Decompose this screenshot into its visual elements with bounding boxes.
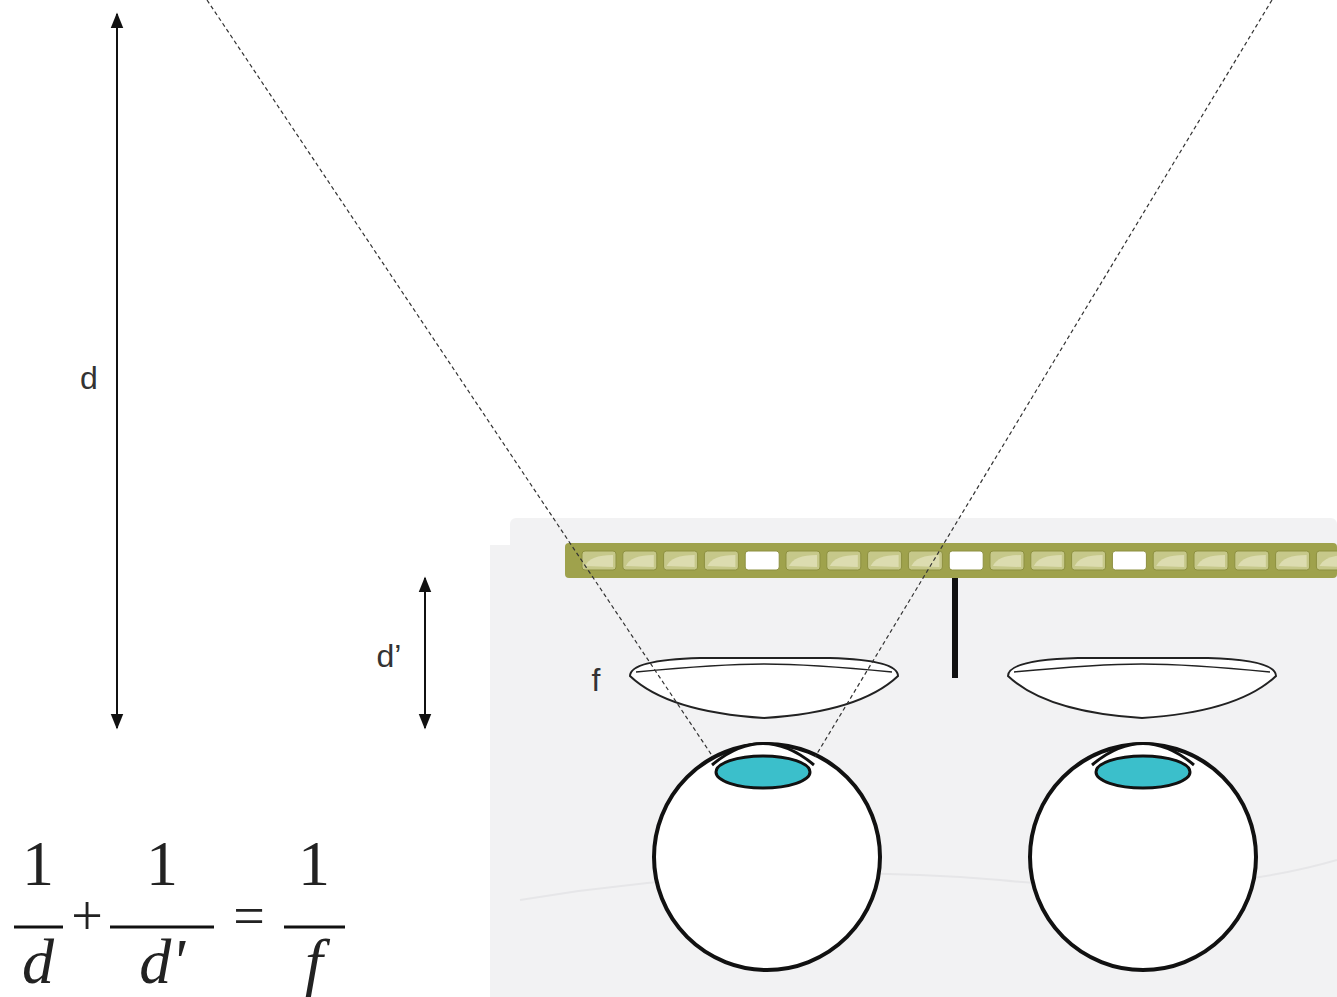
dimension-label: d’ (377, 640, 402, 672)
formula-operator: = (233, 888, 265, 944)
headset-body (490, 518, 1337, 997)
pixel (1235, 551, 1269, 570)
lens (1008, 658, 1276, 718)
pixel-shine (1279, 555, 1307, 567)
pixel-shine (1034, 555, 1062, 567)
pixel (990, 551, 1024, 570)
divider (952, 578, 958, 678)
eye (1030, 744, 1256, 971)
sight-line (207, 0, 1272, 757)
display-panel (565, 543, 1337, 578)
pixel (868, 551, 902, 570)
fraction-bar (14, 926, 345, 929)
pixel-shine (1156, 555, 1184, 567)
pixel-shine (911, 555, 939, 567)
pixel (1316, 551, 1337, 570)
lens (630, 658, 898, 718)
pixel-shine (830, 555, 858, 567)
pixel-shine (1238, 555, 1266, 567)
display-pixels (582, 551, 1337, 570)
pixel (1194, 551, 1228, 570)
pixel-shine (993, 555, 1021, 567)
pixel-shine (1319, 555, 1337, 567)
pixel-shine (789, 555, 817, 567)
pixel-shine (1197, 555, 1225, 567)
formula-denominator: d (22, 930, 54, 994)
pixel-shine (1075, 555, 1103, 567)
formula-numerator: 1 (298, 832, 330, 896)
formula-numerator: 1 (22, 832, 54, 896)
pixel (1072, 551, 1106, 570)
formula-denominator: d' (139, 930, 185, 994)
pixel (827, 551, 861, 570)
pixel (786, 551, 820, 570)
pixel-shine (585, 555, 613, 567)
pixel (1112, 551, 1146, 570)
pixel (949, 551, 983, 570)
pixel-shine (871, 555, 899, 567)
formula-numerator: 1 (146, 832, 178, 896)
eye (654, 744, 880, 971)
pixel (623, 551, 657, 570)
pixel-shine (626, 555, 654, 567)
pixel (664, 551, 698, 570)
dimension-arrow (424, 578, 426, 728)
pixel-shine (667, 555, 695, 567)
pixel (1031, 551, 1065, 570)
dimension-label: d (80, 362, 98, 394)
pixel (582, 551, 616, 570)
pixel (704, 551, 738, 570)
pixel (1153, 551, 1187, 570)
pixel-shine (707, 555, 735, 567)
formula-denominator: f (305, 930, 323, 994)
lens-label: f (592, 664, 601, 696)
dimension-arrow (116, 14, 118, 728)
formula-operator: + (71, 888, 103, 944)
pixel (745, 551, 779, 570)
pixel (1276, 551, 1310, 570)
